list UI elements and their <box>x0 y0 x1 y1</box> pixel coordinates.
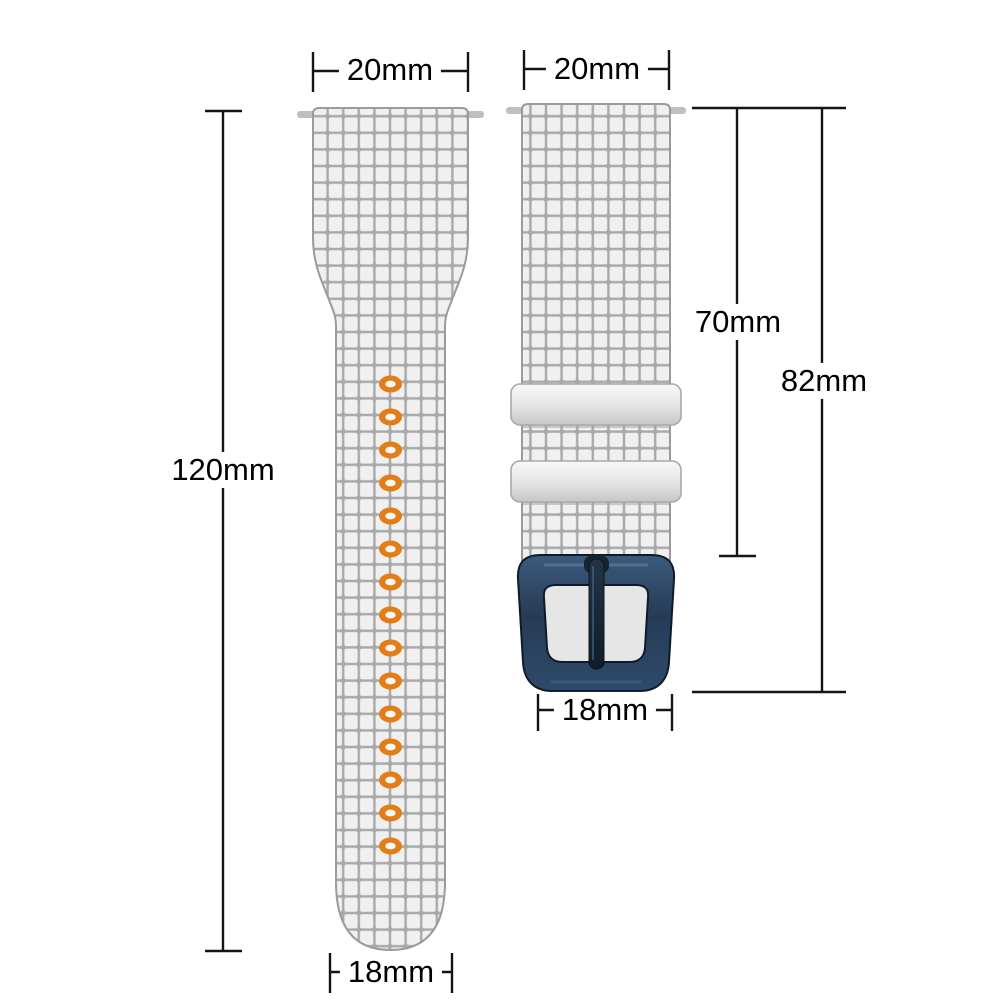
keeper-shadow <box>522 501 670 505</box>
spring-bar-pin <box>506 107 524 114</box>
spring-bar-pin <box>466 111 484 118</box>
label-short-strap-total-length: 82mm <box>772 362 876 400</box>
long-strap-graphic <box>297 107 484 952</box>
short-strap-graphic <box>506 103 686 692</box>
label-long-strap-top-width: 20mm <box>338 51 442 89</box>
label-short-strap-top-width: 20mm <box>545 50 649 88</box>
buckle <box>516 554 676 692</box>
strap-holes <box>379 375 402 855</box>
spring-bar-pin <box>668 107 686 114</box>
spring-bar-pin <box>297 111 315 118</box>
label-buckle-width: 18mm <box>553 691 657 729</box>
long-strap-body <box>312 107 469 952</box>
label-long-strap-length: 120mm <box>163 451 283 489</box>
keeper-shadow <box>522 424 670 428</box>
label-short-strap-length: 70mm <box>686 303 790 341</box>
buckle-prong <box>588 558 605 670</box>
keeper-loop <box>510 460 682 503</box>
keeper-loop <box>510 383 682 426</box>
label-long-strap-tip-width: 18mm <box>339 953 443 991</box>
